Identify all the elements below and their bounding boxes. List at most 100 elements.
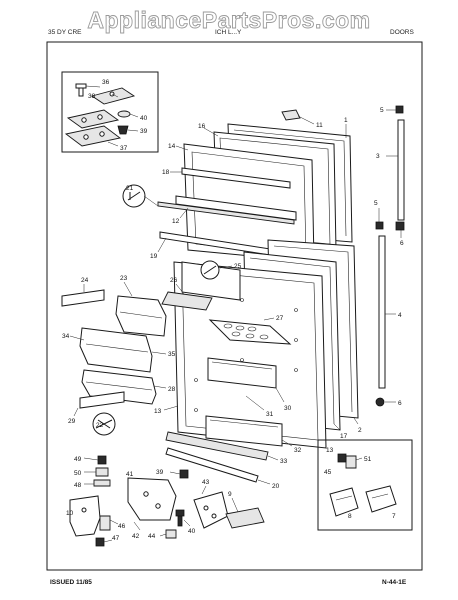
callout-5-mid: 5	[374, 200, 378, 207]
callout-45: 45	[324, 469, 332, 476]
screw-39-lower	[179, 469, 189, 479]
hinge-pin-5-mid	[375, 221, 384, 230]
callout-47: 47	[112, 535, 120, 542]
leader-43	[201, 485, 207, 495]
callout-24: 24	[81, 277, 89, 284]
rivet	[194, 378, 198, 382]
leader-34	[69, 335, 85, 341]
callout-1: 1	[344, 117, 348, 124]
callout-32: 32	[294, 447, 302, 454]
loose-shelf-parts: 24 23 34 35 28 29 22	[61, 275, 176, 436]
plate43-hole-2	[211, 513, 217, 519]
leader-23	[123, 281, 133, 297]
callout-31: 31	[266, 411, 274, 418]
rivet	[294, 368, 298, 372]
egg-cup	[231, 331, 241, 337]
hinge-bushing-49	[97, 455, 107, 465]
leader-9	[231, 497, 239, 513]
bushing-40	[117, 110, 131, 118]
freezer-shelf-bar-12	[157, 201, 295, 225]
leader-46	[109, 519, 119, 525]
egg-cup	[247, 326, 257, 332]
leader-19	[157, 237, 167, 253]
callout-10: 10	[66, 510, 74, 517]
leader-11	[297, 115, 315, 125]
callout-4: 4	[398, 312, 402, 319]
callout-41: 41	[126, 471, 134, 478]
callout-19: 19	[150, 253, 158, 260]
bin-label-29	[79, 391, 125, 409]
callout-49: 49	[74, 456, 82, 463]
leader-36	[85, 85, 101, 88]
leader-28	[153, 385, 167, 389]
hinge-cover-7	[365, 485, 397, 513]
egg-cup	[259, 334, 269, 340]
leader-14	[175, 145, 189, 151]
callout-6-bottom: 6	[398, 400, 402, 407]
plate37-hole-1	[83, 134, 89, 140]
freezer-outer-door-edge	[233, 129, 347, 237]
shim-hole-1	[81, 117, 87, 123]
hinge-cover-8	[329, 487, 359, 517]
leader-17	[333, 423, 341, 431]
cover7-slot	[371, 493, 389, 499]
hinge-washer-48	[93, 479, 111, 487]
callout-14: 14	[168, 143, 176, 150]
fresh-food-outer-edge	[273, 245, 353, 413]
leader-27	[263, 317, 275, 321]
screw-13-right: 13	[326, 447, 347, 463]
leader-26	[175, 283, 185, 295]
leader-12	[179, 207, 189, 219]
callout-3: 3	[376, 153, 380, 160]
callout-25: 25	[234, 263, 242, 270]
hinge-pin-6-mid	[395, 221, 405, 231]
callout-40: 40	[140, 115, 148, 122]
egg-cup	[245, 333, 255, 339]
bottom-trim-20	[165, 447, 259, 483]
bracket10-hole	[81, 507, 87, 513]
callout-17: 17	[340, 433, 348, 440]
large-bin-34-rim	[85, 343, 149, 353]
leader-39-lower	[169, 471, 181, 475]
leader-31	[245, 395, 265, 411]
callout-13: 13	[154, 408, 162, 415]
callout-12: 12	[172, 218, 180, 225]
leader-30	[275, 387, 285, 403]
callout-18: 18	[162, 169, 170, 176]
leader-21	[143, 195, 159, 207]
fresh-food-gasket-inner	[249, 257, 335, 425]
diagram-frame	[46, 41, 423, 571]
butter-compartment	[181, 261, 241, 301]
leader-20	[257, 479, 271, 485]
callout-42: 42	[132, 533, 140, 540]
hinge-shim	[66, 109, 120, 129]
detail-21-clip	[127, 191, 141, 201]
leader-39	[127, 129, 139, 132]
rivet	[294, 338, 298, 342]
hinge-screw-47	[95, 537, 105, 547]
leader-35	[151, 351, 167, 355]
inset-box-lower	[317, 439, 413, 531]
callout-36: 36	[102, 79, 110, 86]
callout-9: 9	[228, 491, 232, 498]
callout-22: 22	[96, 422, 104, 429]
footer-code: N-44-1E	[382, 579, 407, 586]
callout-43: 43	[202, 479, 210, 486]
leader-16	[203, 127, 219, 137]
inset-hinge-parts: 36 38 40 39 37	[61, 71, 159, 153]
callout-39-lower: 39	[156, 469, 164, 476]
small-bin-23-rim	[119, 311, 163, 319]
footer-issued: ISSUED 11/85	[50, 579, 92, 586]
callout-29: 29	[68, 418, 76, 425]
inset-box	[61, 71, 159, 153]
callout-39: 39	[140, 128, 148, 135]
freezer-shelf-lower	[175, 195, 297, 221]
leader-2	[353, 417, 359, 425]
callout-11: 11	[316, 122, 323, 129]
inset-hinge-covers: 51 45 8 7	[317, 439, 413, 531]
egg-tray-27	[208, 319, 292, 345]
callout-48: 48	[74, 482, 82, 489]
callout-40-lower: 40	[188, 528, 196, 535]
lower-hinge-rod: 5 4 6	[374, 200, 402, 407]
